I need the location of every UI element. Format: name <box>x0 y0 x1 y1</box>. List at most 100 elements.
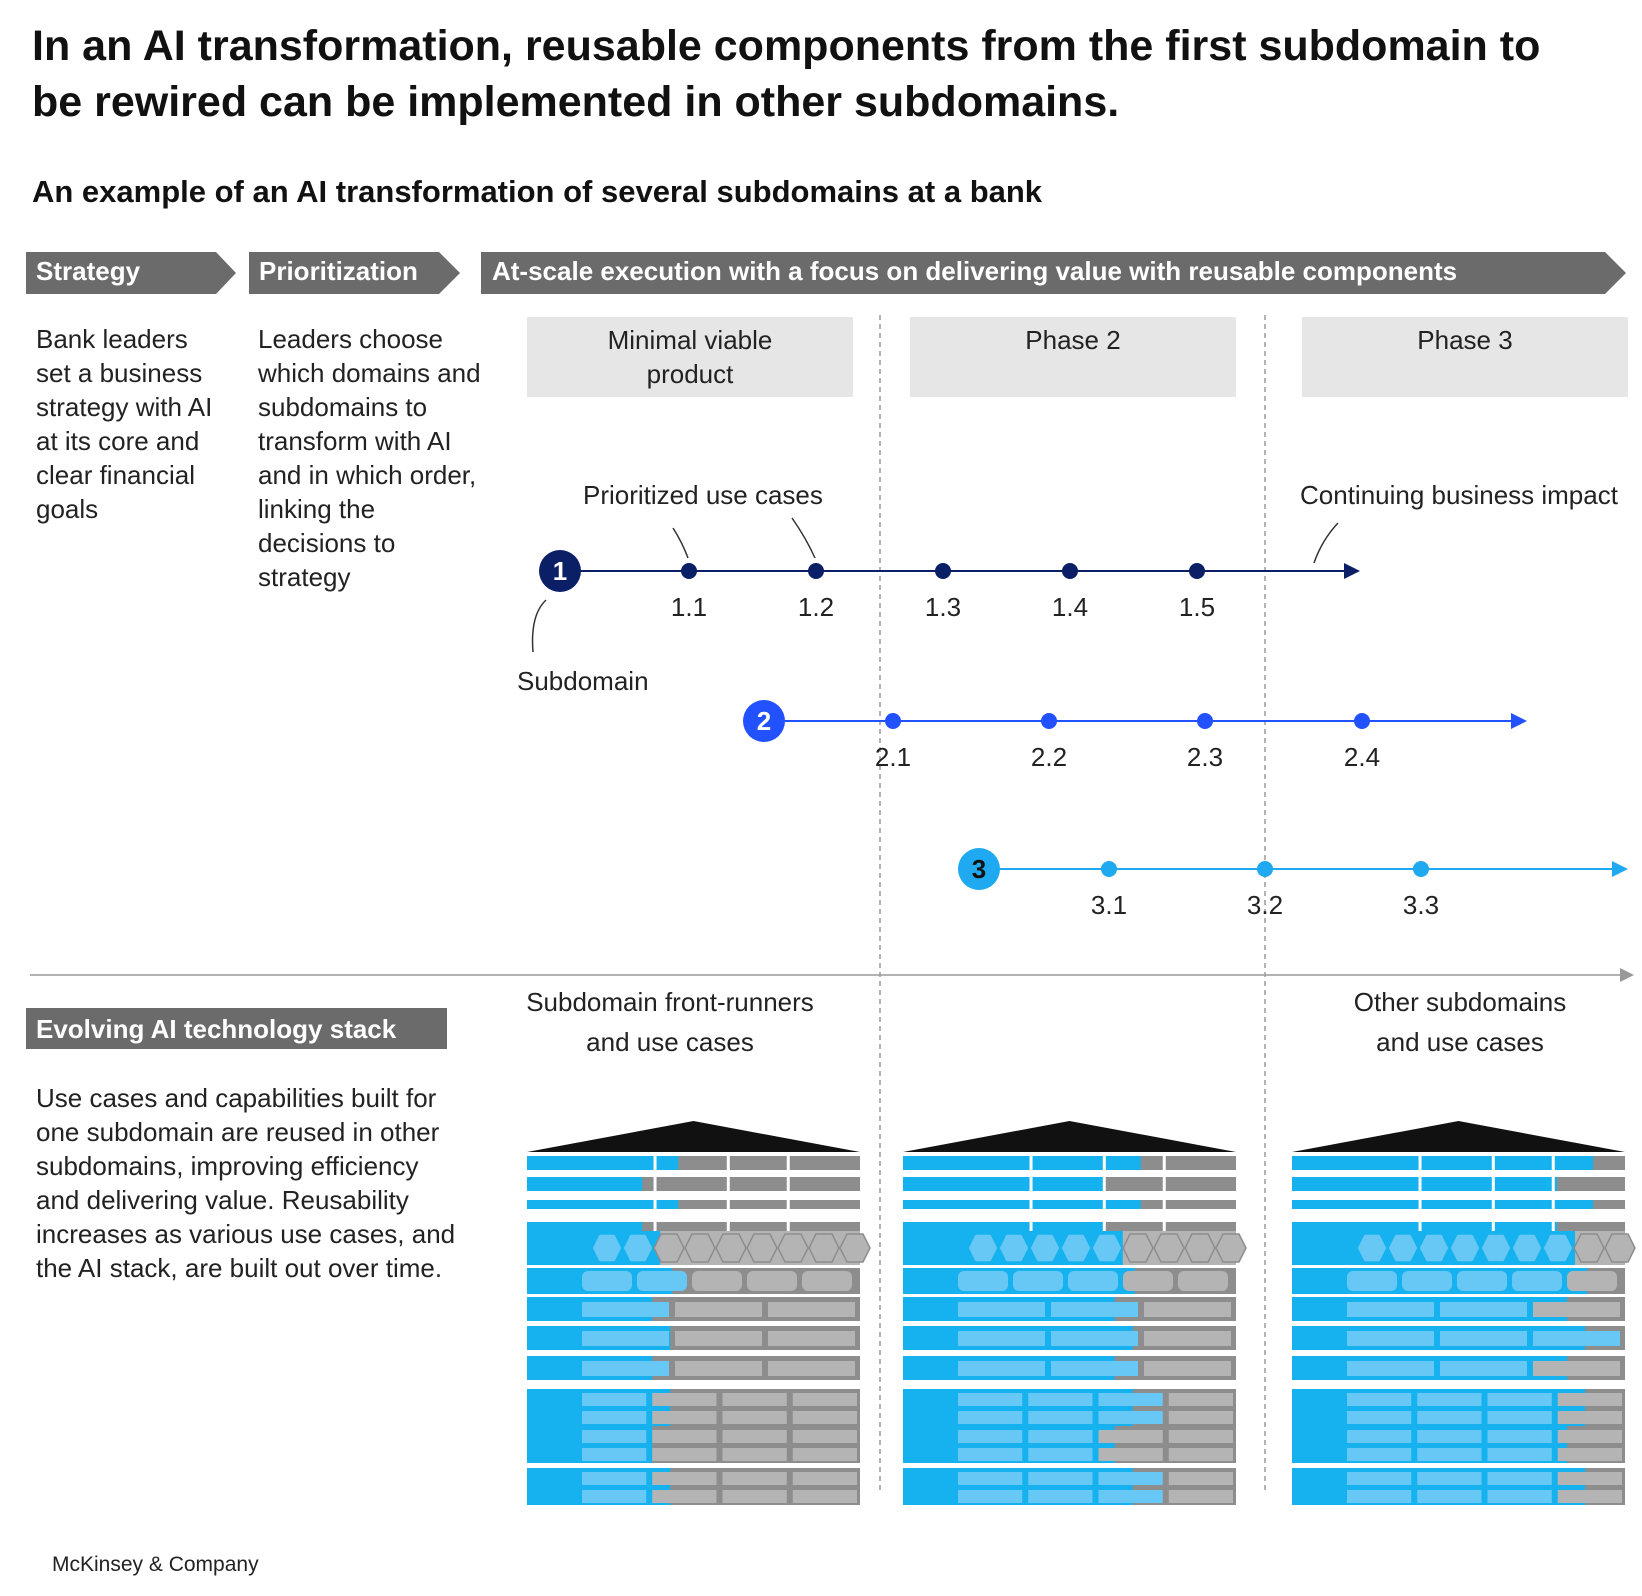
stack-hexagon <box>1029 1233 1061 1263</box>
stack-brick <box>1028 1430 1093 1443</box>
stack-hexagon <box>1356 1233 1388 1263</box>
stack-brick <box>675 1331 762 1346</box>
use-case-label-1.3: 1.3 <box>925 592 961 622</box>
stack-hexagon <box>1604 1233 1636 1263</box>
stack-hexagon <box>777 1233 809 1263</box>
use-case-dot-1.3 <box>935 563 951 579</box>
stack-brick <box>1347 1448 1412 1461</box>
stack-roof <box>527 1121 860 1152</box>
stack-brick-gap <box>786 1200 790 1209</box>
stack-hexagon <box>1091 1233 1123 1263</box>
stack-brick-gap <box>1551 1200 1555 1209</box>
use-case-dot-1.5 <box>1189 563 1205 579</box>
stack-brick <box>1347 1393 1412 1406</box>
timeline-arrow-1 <box>1344 563 1360 579</box>
stack-brick <box>1557 1490 1622 1503</box>
stack-hexagon <box>1184 1233 1216 1263</box>
stack-top-row-fill <box>903 1177 1105 1191</box>
stack-brick-gap <box>726 1156 730 1170</box>
stack-brick <box>582 1448 647 1461</box>
use-case-dot-3.3 <box>1413 861 1429 877</box>
use-case-label-1.4: 1.4 <box>1052 592 1088 622</box>
ai-stack-2 <box>903 1121 1247 1507</box>
stack-brick-gap <box>653 1177 657 1191</box>
stack-brick-gap <box>786 1156 790 1170</box>
stack-row-divider <box>1292 1463 1625 1465</box>
stack-brick <box>1098 1472 1163 1485</box>
phase-2-box: Phase 2 <box>910 317 1236 397</box>
stack-brick <box>1347 1490 1412 1503</box>
stack-brick <box>1144 1302 1231 1317</box>
ai-stack-3 <box>1292 1121 1636 1507</box>
stack-brick <box>958 1302 1045 1317</box>
stack-brick <box>1533 1302 1620 1317</box>
stack-brick <box>958 1411 1023 1424</box>
use-case-dot-3.2 <box>1257 861 1273 877</box>
use-case-label-3.3: 3.3 <box>1403 890 1439 920</box>
strategy-label: Strategy <box>36 256 141 286</box>
annotation-continuing-impact: Continuing business impact <box>1300 480 1618 510</box>
stack-brick <box>722 1430 787 1443</box>
stack-top-row-fill <box>1292 1200 1594 1209</box>
stack-brick-gap <box>1418 1177 1422 1191</box>
stack-brick <box>1487 1393 1552 1406</box>
subdomain-badge-2 <box>743 700 785 742</box>
stack-brick <box>1347 1472 1412 1485</box>
stack-hexagon <box>1418 1233 1450 1263</box>
phase-mvp-box: Minimal viable product <box>527 317 853 397</box>
stack-hexagon <box>1511 1233 1543 1263</box>
stack-brick <box>722 1448 787 1461</box>
stack-brick <box>1347 1331 1434 1346</box>
stack-brick <box>1440 1361 1527 1376</box>
stack-header-bar <box>26 1008 447 1049</box>
stack-brick <box>768 1331 855 1346</box>
stack-database <box>637 1271 687 1291</box>
prioritization-chevron <box>249 252 460 294</box>
stack-brick-gap <box>653 1156 657 1170</box>
stack-brick <box>1417 1393 1482 1406</box>
stack-brick <box>958 1472 1023 1485</box>
stack-brick <box>1417 1472 1482 1485</box>
stack-brick <box>958 1430 1023 1443</box>
stack-brick <box>1051 1302 1138 1317</box>
prioritization-description: Leaders choose which domains and subdoma… <box>258 324 481 592</box>
stack-brick-gap <box>1029 1222 1033 1236</box>
stack-roof <box>1292 1121 1625 1152</box>
use-case-dot-1.1 <box>681 563 697 579</box>
stack-brick-gap <box>1551 1222 1555 1236</box>
stack-brick-gap <box>1162 1177 1166 1191</box>
stack-brick <box>792 1393 857 1406</box>
stack-brick-gap <box>1418 1200 1422 1209</box>
stack-top-row-fill <box>903 1200 1141 1209</box>
stack-hexagon <box>998 1233 1030 1263</box>
stack-database <box>1013 1271 1063 1291</box>
use-case-label-2.1: 2.1 <box>875 742 911 772</box>
stack-brick-gap <box>1418 1222 1422 1236</box>
subdomain-badge-label-2: 2 <box>757 706 771 736</box>
stack-brick <box>1051 1331 1138 1346</box>
stack-brick <box>1440 1331 1527 1346</box>
stack-brick <box>1098 1393 1163 1406</box>
stack-brick <box>1487 1490 1552 1503</box>
stack-top-row-fill <box>527 1177 643 1191</box>
stack-label-other: Other subdomains and use cases <box>1353 987 1567 1057</box>
stack-brick <box>792 1411 857 1424</box>
stack-hexagon <box>653 1233 685 1263</box>
stack-top-row <box>527 1200 860 1209</box>
stack-top-row-fill <box>527 1200 679 1209</box>
stack-brick-gap <box>653 1200 657 1209</box>
stack-brick <box>1144 1331 1231 1346</box>
stack-brick-gap <box>653 1222 657 1236</box>
stack-row-divider <box>1292 1380 1625 1382</box>
stack-brick <box>958 1331 1045 1346</box>
phase-3-box: Phase 3 <box>1302 317 1628 397</box>
stack-brick <box>1051 1361 1138 1376</box>
stack-hexagon <box>591 1233 623 1263</box>
stack-brick <box>582 1302 669 1317</box>
stack-brick <box>1098 1490 1163 1503</box>
stack-hexagon <box>1542 1233 1574 1263</box>
